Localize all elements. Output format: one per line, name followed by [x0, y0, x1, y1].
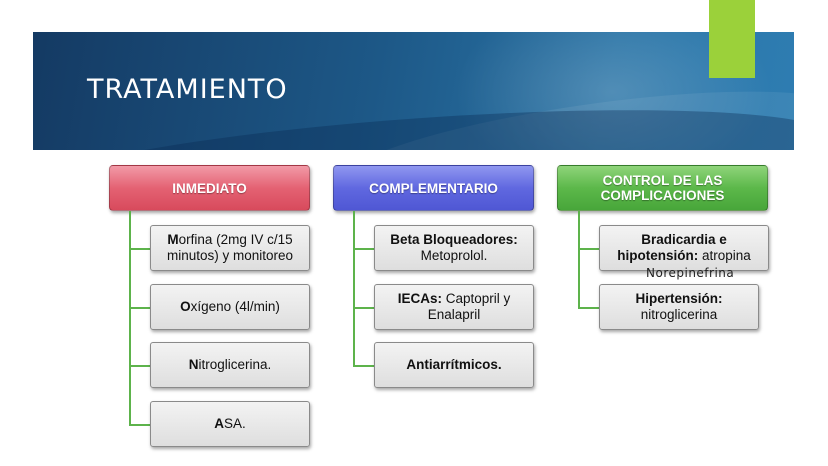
item-oxigeno: Oxígeno (4l/min) [150, 284, 310, 330]
connector-branch [578, 248, 599, 250]
connector-branch [578, 307, 599, 309]
connector-branch [129, 424, 150, 426]
item-text: atropina [698, 248, 751, 263]
item-lead: Beta Bloqueadores: [390, 232, 518, 247]
item-lead: Bradicardia e hipotensión: [617, 232, 727, 263]
slide-title: TRATAMIENTO [87, 74, 288, 105]
connector-branch [353, 307, 374, 309]
item-nitroglicerina: Nitroglicerina. [150, 342, 310, 388]
item-text: xígeno (4l/min) [190, 299, 280, 314]
item-text: itroglicerina. [198, 357, 272, 372]
item-iecas: IECAs: Captopril y Enalapril [374, 284, 534, 330]
item-lead: Hipertensión: [635, 291, 723, 306]
item-text: Captopril y Enalapril [427, 291, 511, 322]
item-text: SA. [223, 416, 246, 431]
connector-complementario [353, 211, 355, 366]
item-lead: Antiarrítmicos. [406, 357, 502, 372]
item-lead: N [188, 357, 199, 372]
item-text: nitroglicerina [640, 307, 718, 322]
item-bradicardia: Bradicardia e hipotensión: atropina [599, 225, 769, 271]
header-inmediato: INMEDIATO [109, 165, 310, 211]
connector-branch [129, 248, 150, 250]
item-lead: O [180, 299, 191, 314]
item-antiarritmicos: Antiarrítmicos. [374, 342, 534, 388]
item-lead: A [214, 416, 224, 431]
item-beta-bloqueadores: Beta Bloqueadores: Metoprolol. [374, 225, 534, 271]
item-overflow-text: Norepinefrina [646, 266, 735, 280]
item-text: orfina (2mg IV c/15 minutos) y monitoreo [166, 232, 294, 263]
item-morfina: Morfina (2mg IV c/15 minutos) y monitore… [150, 225, 310, 271]
item-lead: IECAs: [397, 291, 442, 306]
connector-branch [353, 248, 374, 250]
connector-control [578, 211, 580, 307]
header-control-complicaciones: CONTROL DE LAS COMPLICACIONES [557, 165, 768, 211]
item-lead: M [167, 232, 179, 247]
item-asa: ASA. [150, 401, 310, 447]
connector-branch [129, 365, 150, 367]
item-text: Metoprolol. [420, 248, 488, 263]
connector-branch [353, 365, 374, 367]
connector-branch [129, 307, 150, 309]
header-complementario: COMPLEMENTARIO [333, 165, 534, 211]
item-hipertension: Hipertensión: nitroglicerina [599, 284, 759, 330]
accent-bar [709, 0, 755, 78]
connector-inmediato [129, 211, 131, 426]
